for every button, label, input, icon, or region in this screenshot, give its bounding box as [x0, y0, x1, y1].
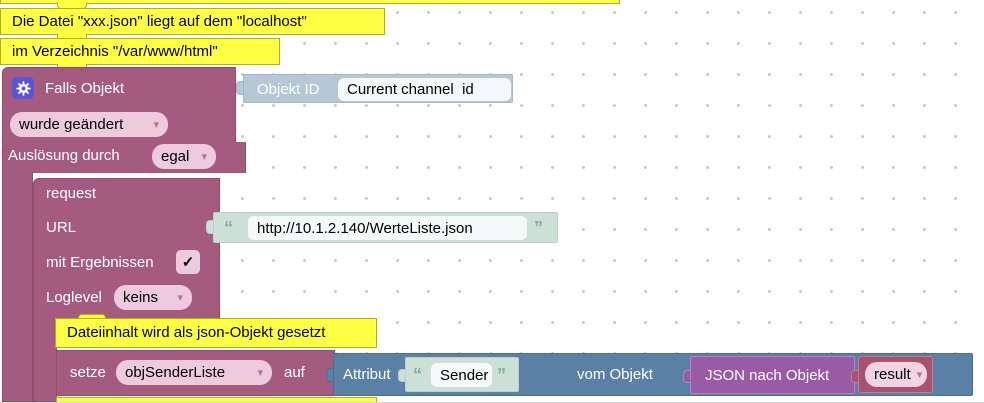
block-connector-notch	[57, 64, 87, 68]
request-url-label: URL	[46, 219, 77, 236]
results-checkbox[interactable]: ✓	[176, 250, 200, 274]
gear-icon[interactable]	[12, 77, 34, 99]
trigger-by-label: Auslösung durch	[8, 147, 120, 164]
of-object-label: vom Objekt	[577, 366, 653, 383]
objekt-id-value: Current channel id	[347, 81, 474, 98]
open-quote-icon: “	[224, 218, 233, 238]
open-quote-icon: “	[413, 365, 422, 385]
url-string-connector-tab	[206, 220, 215, 234]
request-title: request	[46, 185, 97, 202]
comment-block-cutoff-bottom[interactable]	[56, 397, 377, 402]
attribute-connector-tab	[326, 368, 335, 382]
objekt-id-block[interactable]: Objekt ID Current channel id	[243, 74, 513, 103]
variable-name: objSenderListe	[125, 364, 226, 381]
request-results-label: mit Ergebnissen	[46, 254, 154, 271]
chevron-down-icon: ▾	[153, 119, 159, 131]
sender-string-block[interactable]: “ Sender ”	[405, 357, 519, 392]
comment-block-json-set[interactable]: Dateiinhalt wird als json-Objekt gesetzt	[55, 318, 377, 348]
sender-field[interactable]: Sender	[431, 363, 492, 387]
comment-block-cutoff-top[interactable]	[0, 0, 620, 4]
trigger-by-dropdown[interactable]: egal ▾	[152, 144, 216, 169]
variable-dropdown[interactable]: objSenderListe ▾	[116, 360, 272, 385]
close-quote-icon: ”	[497, 365, 506, 385]
set-to-label: auf	[284, 364, 305, 381]
comment-block-file-location-1[interactable]: Die Datei "xxx.json" liegt auf dem "loca…	[0, 8, 385, 35]
objekt-id-connector-tab	[236, 81, 245, 95]
result-dropdown[interactable]: result ▾	[865, 362, 927, 387]
json-connector-tab	[683, 370, 692, 383]
set-label: setze	[70, 364, 106, 381]
objekt-id-label: Objekt ID	[257, 81, 320, 98]
url-string-block[interactable]: “ http://10.1.2.140/WerteListe.json ”	[213, 212, 558, 243]
sender-string-connector-tab	[398, 369, 407, 382]
chevron-down-icon: ▾	[177, 292, 183, 304]
sender-value: Sender	[440, 366, 489, 384]
objekt-id-field[interactable]: Current channel id	[338, 78, 511, 101]
check-icon: ✓	[181, 254, 195, 271]
result-variable-block[interactable]: result ▾	[858, 356, 933, 393]
change-mode-dropdown[interactable]: wurde geändert ▾	[10, 112, 168, 137]
trigger-block-left-spine	[2, 172, 33, 402]
comment-text: Dateiinhalt wird als json-Objekt gesetzt	[67, 324, 326, 341]
loglevel-label: Loglevel	[46, 289, 102, 306]
result-variable-name: result	[874, 366, 911, 383]
chevron-down-icon: ▾	[257, 367, 263, 379]
block-connector-notch	[57, 34, 87, 39]
json-to-object-block[interactable]: JSON nach Objekt	[690, 356, 855, 394]
result-connector-tab	[851, 370, 860, 383]
request-block-left-spine	[33, 318, 57, 402]
comment-text: Die Datei "xxx.json" liegt auf dem "loca…	[12, 13, 307, 30]
trigger-block-title: Falls Objekt	[45, 80, 125, 97]
change-mode-value: wurde geändert	[19, 116, 124, 133]
comment-text: im Verzeichnis "/var/www/html"	[12, 43, 218, 60]
chevron-down-icon: ▾	[201, 151, 207, 163]
close-quote-icon: ”	[534, 218, 543, 238]
block-connector-notch	[78, 314, 106, 320]
url-value: http://10.1.2.140/WerteListe.json	[257, 219, 473, 237]
trigger-by-value: egal	[161, 148, 190, 165]
loglevel-dropdown[interactable]: keins ▾	[114, 285, 192, 310]
attribute-label: Attribut	[343, 366, 391, 383]
comment-block-file-location-2[interactable]: im Verzeichnis "/var/www/html"	[0, 38, 280, 65]
loglevel-value: keins	[123, 289, 159, 306]
url-field[interactable]: http://10.1.2.140/WerteListe.json	[248, 216, 527, 240]
json-to-object-label: JSON nach Objekt	[705, 367, 830, 384]
chevron-down-icon: ▾	[916, 369, 923, 381]
